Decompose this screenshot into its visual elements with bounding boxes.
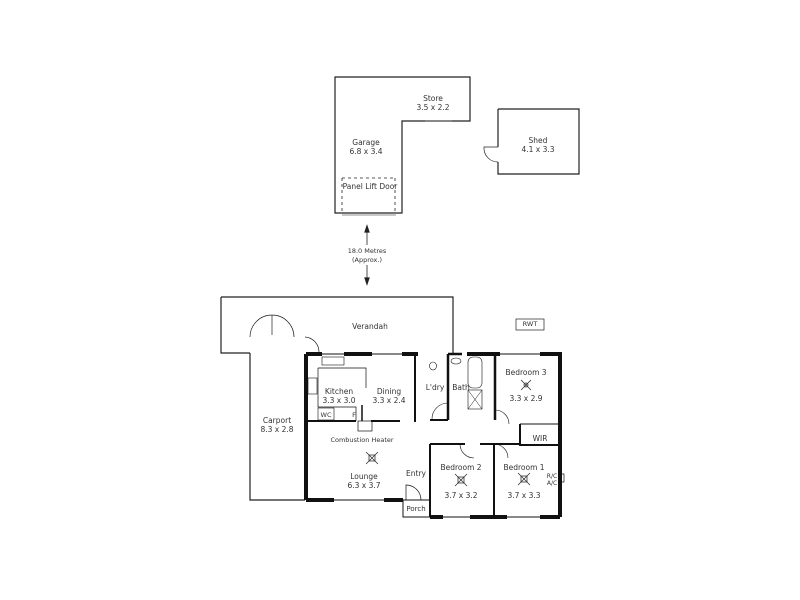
bath-label: Bath [452, 383, 470, 392]
ac-text: A/C [546, 480, 558, 487]
dining-size: 3.3 x 2.4 [372, 396, 406, 405]
bedroom3-size: 3.3 x 2.9 [509, 394, 543, 403]
shed-outline [497, 108, 580, 175]
distance-note: (Approx.) [352, 256, 382, 264]
rwt-label: RWT [522, 320, 538, 328]
lounge-size: 6.3 x 3.7 [347, 481, 381, 490]
entry-label: Entry [406, 469, 426, 478]
verandah-outline [220, 296, 454, 354]
wc-label: WC [320, 411, 332, 419]
bedroom1-label: Bedroom 1 [503, 463, 545, 472]
distance-value: 18.0 Metres [347, 247, 387, 255]
distance-label: 18.0 Metres(Approx.) [348, 247, 387, 265]
garage-size: 6.8 x 3.4 [349, 147, 383, 156]
verandah-label: Verandah [352, 322, 388, 331]
store-name: Store [423, 94, 443, 103]
porch-label: Porch [406, 505, 426, 513]
bedroom3-label: Bedroom 3 [505, 368, 546, 377]
bedroom2-label: Bedroom 2 [440, 463, 482, 472]
carport-name: Carport [262, 416, 292, 425]
bedroom2-size: 3.7 x 3.2 [444, 491, 478, 500]
kitchen-size: 3.3 x 3.0 [322, 396, 356, 405]
bedroom3-name: Bedroom 3 [505, 368, 547, 377]
carport-outline [249, 353, 305, 501]
carport-size: 8.3 x 2.8 [260, 425, 294, 434]
rc-text: R/C [546, 473, 558, 480]
combustion-heater-label: Combustion Heater [330, 436, 394, 444]
laundry-label: L'dry [425, 383, 445, 392]
shed-name: Shed [528, 136, 548, 145]
dining-name: Dining [376, 387, 402, 396]
kitchen-name: Kitchen [324, 387, 354, 396]
panel-lift-door-label: Panel Lift Door [342, 182, 398, 191]
wir-label: WIR [532, 434, 548, 443]
fridge-label: F [352, 411, 356, 419]
bedroom1-size: 3.7 x 3.3 [507, 491, 541, 500]
lounge-name: Lounge [350, 472, 378, 481]
garage-name: Garage [352, 138, 380, 147]
garage-store-outline [334, 76, 471, 214]
shed-size: 4.1 x 3.3 [521, 145, 555, 154]
store-size: 3.5 x 2.2 [416, 103, 450, 112]
